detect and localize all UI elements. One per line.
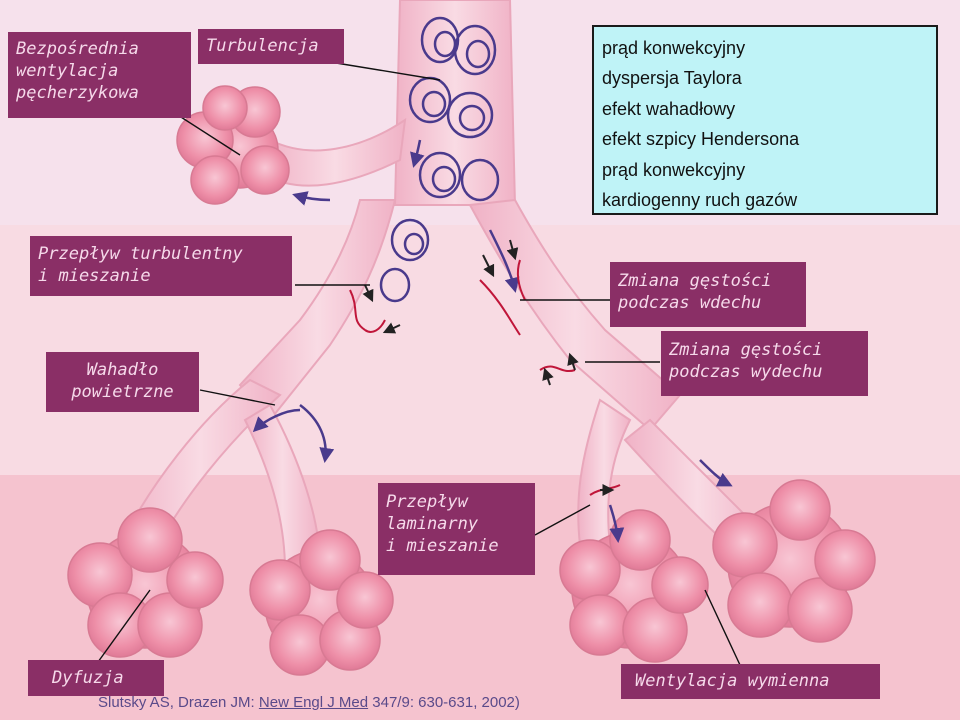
label-alveolar-ventilation: Bezpośrednia wentylacja pęcherzykowa: [8, 32, 191, 118]
label-line: wentylacja: [16, 61, 119, 81]
mechanism-item: prąd konwekcyjny: [602, 38, 746, 58]
citation-journal[interactable]: New Engl J Med: [258, 694, 369, 711]
label-line: laminarny: [386, 514, 479, 534]
alveolus-bottom-right-1: [559, 509, 709, 663]
alveoli: [67, 85, 876, 676]
mechanism-item: efekt szpicy Hendersona: [602, 129, 800, 150]
mechanism-item: efekt wahadłowy: [602, 98, 736, 119]
alveolus-bottom-left-2: [249, 529, 394, 676]
label-density-inspiration: Zmiana gęstości podczas wdechu: [610, 262, 806, 327]
label-line: Przepływ: [386, 492, 468, 512]
turbulence-swirls: [379, 16, 500, 303]
label-line: podczas wdechu: [618, 293, 762, 313]
flow-arrows: [252, 139, 733, 543]
label-line: podczas wydechu: [669, 362, 823, 382]
label-line: Przepływ turbulentny: [38, 244, 243, 264]
label-line: Wahadło: [86, 360, 159, 380]
mechanism-item: prąd konwekcyjny: [602, 159, 746, 180]
label-line: Dyfuzja: [52, 668, 124, 688]
citation: Slutsky AS, Drazen JM: New Engl J Med 34…: [98, 694, 520, 711]
label-pendelluft: Wahadło powietrzne: [46, 352, 199, 412]
label-turbulent-flow: Przepływ turbulentny i mieszanie: [30, 236, 292, 296]
label-line: Turbulencja: [206, 36, 319, 56]
label-line: Zmiana gęstości: [669, 340, 823, 360]
label-laminar-flow: Przepływ laminarny i mieszanie: [378, 483, 535, 575]
label-line: i mieszanie: [386, 536, 499, 556]
alveolus-bottom-right-2: [712, 479, 876, 643]
mechanism-item: dyspersja Taylora: [602, 68, 742, 89]
right-main-bronchus: [468, 198, 682, 432]
label-exchange-ventilation: Wentylacja wymienna: [621, 664, 880, 699]
citation-prefix: Slutsky AS, Drazen JM:: [98, 694, 259, 711]
label-turbulence: Turbulencja: [198, 29, 344, 64]
label-density-expiration: Zmiana gęstości podczas wydechu: [661, 331, 868, 396]
mechanisms-box: prąd konwekcyjny dyspersja Taylora efekt…: [592, 25, 938, 215]
label-line: Wentylacja wymienna: [635, 671, 830, 691]
label-line: Bezpośrednia: [16, 39, 139, 59]
label-diffusion: Dyfuzja: [28, 660, 164, 696]
label-line: powietrzne: [71, 382, 174, 402]
density-arrows: [362, 239, 615, 496]
density-marks: [349, 259, 621, 496]
label-line: pęcherzykowa: [16, 83, 139, 103]
label-line: i mieszanie: [38, 266, 151, 286]
citation-suffix: 347/9: 630-631, 2002): [368, 694, 520, 711]
label-line: Zmiana gęstości: [618, 271, 772, 291]
alveolus-top-left: [176, 85, 290, 205]
mechanism-item: kardiogenny ruch gazów: [602, 190, 798, 211]
